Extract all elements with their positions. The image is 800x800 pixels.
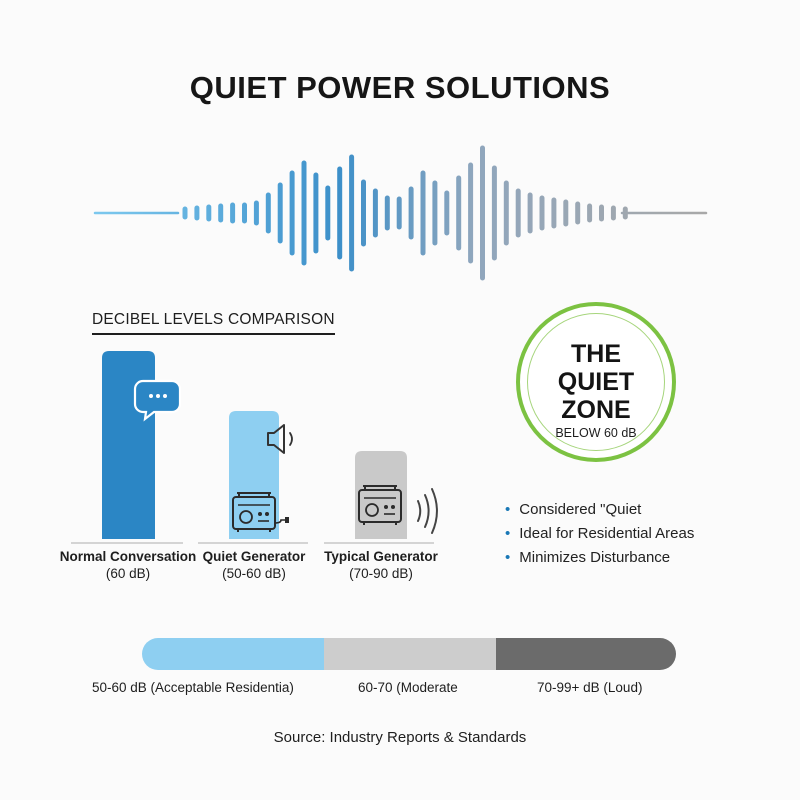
category-value: (60 dB) (105, 566, 151, 581)
speech-bubble-icon (133, 379, 182, 422)
scale-segment (324, 638, 496, 670)
scale-segment (142, 638, 324, 670)
quiet-generator-icon (232, 492, 289, 532)
bar-quiet-generator (229, 411, 279, 539)
category-label-quiet-generator: Quiet Generator (50-60 dB) (179, 548, 329, 582)
category-label-typical-generator: Typical Generator (70-90 dB) (306, 548, 456, 582)
category-value: (70-90 dB) (349, 566, 413, 581)
quiet-zone-point: Considered "Quiet (505, 498, 694, 522)
category-value: (50-60 dB) (222, 566, 286, 581)
bar-typical-generator (355, 451, 407, 539)
quiet-zone-title-line: QUIET (557, 368, 635, 396)
scale-segment (496, 638, 676, 670)
scale-label-moderate: 60-70 (Moderate (358, 680, 458, 695)
quiet-zone-title: THE QUIET ZONE (520, 340, 672, 424)
page-title: QUIET POWER SOLUTIONS (189, 70, 611, 105)
chart-title: DECIBEL LEVELS COMPARISON (92, 311, 335, 335)
scale-label-acceptable: 50-60 dB (Acceptable Residentia) (92, 680, 294, 695)
quiet-zone-inner-ring (527, 313, 665, 451)
quiet-zone-badge: THE QUIET ZONE BELOW 60 dB (516, 302, 676, 462)
category-name: Typical Generator (324, 549, 438, 564)
decibel-scale-bar (142, 638, 676, 670)
sound-waves-icon (417, 488, 438, 534)
category-label-normal-conversation: Normal Conversation (60 dB) (53, 548, 203, 582)
quiet-zone-title-line: ZONE (561, 396, 631, 424)
category-name: Quiet Generator (202, 549, 306, 564)
bar-normal-conversation (102, 351, 155, 539)
quiet-zone-point: Minimizes Disturbance (505, 546, 694, 570)
quiet-zone-point: Ideal for Residential Areas (505, 522, 694, 546)
typical-generator-icon (358, 485, 402, 525)
quiet-zone-subtitle: BELOW 60 dB (555, 426, 637, 440)
sound-waveform-icon (93, 145, 708, 281)
quiet-zone-points: Considered "Quiet Ideal for Residential … (505, 498, 694, 570)
speaker-icon (267, 424, 293, 454)
scale-label-loud: 70-99+ dB (Loud) (537, 680, 643, 695)
quiet-zone-title-line: THE (571, 340, 621, 368)
source-note: Source: Industry Reports & Standards (273, 729, 527, 746)
category-name: Normal Conversation (59, 549, 197, 564)
